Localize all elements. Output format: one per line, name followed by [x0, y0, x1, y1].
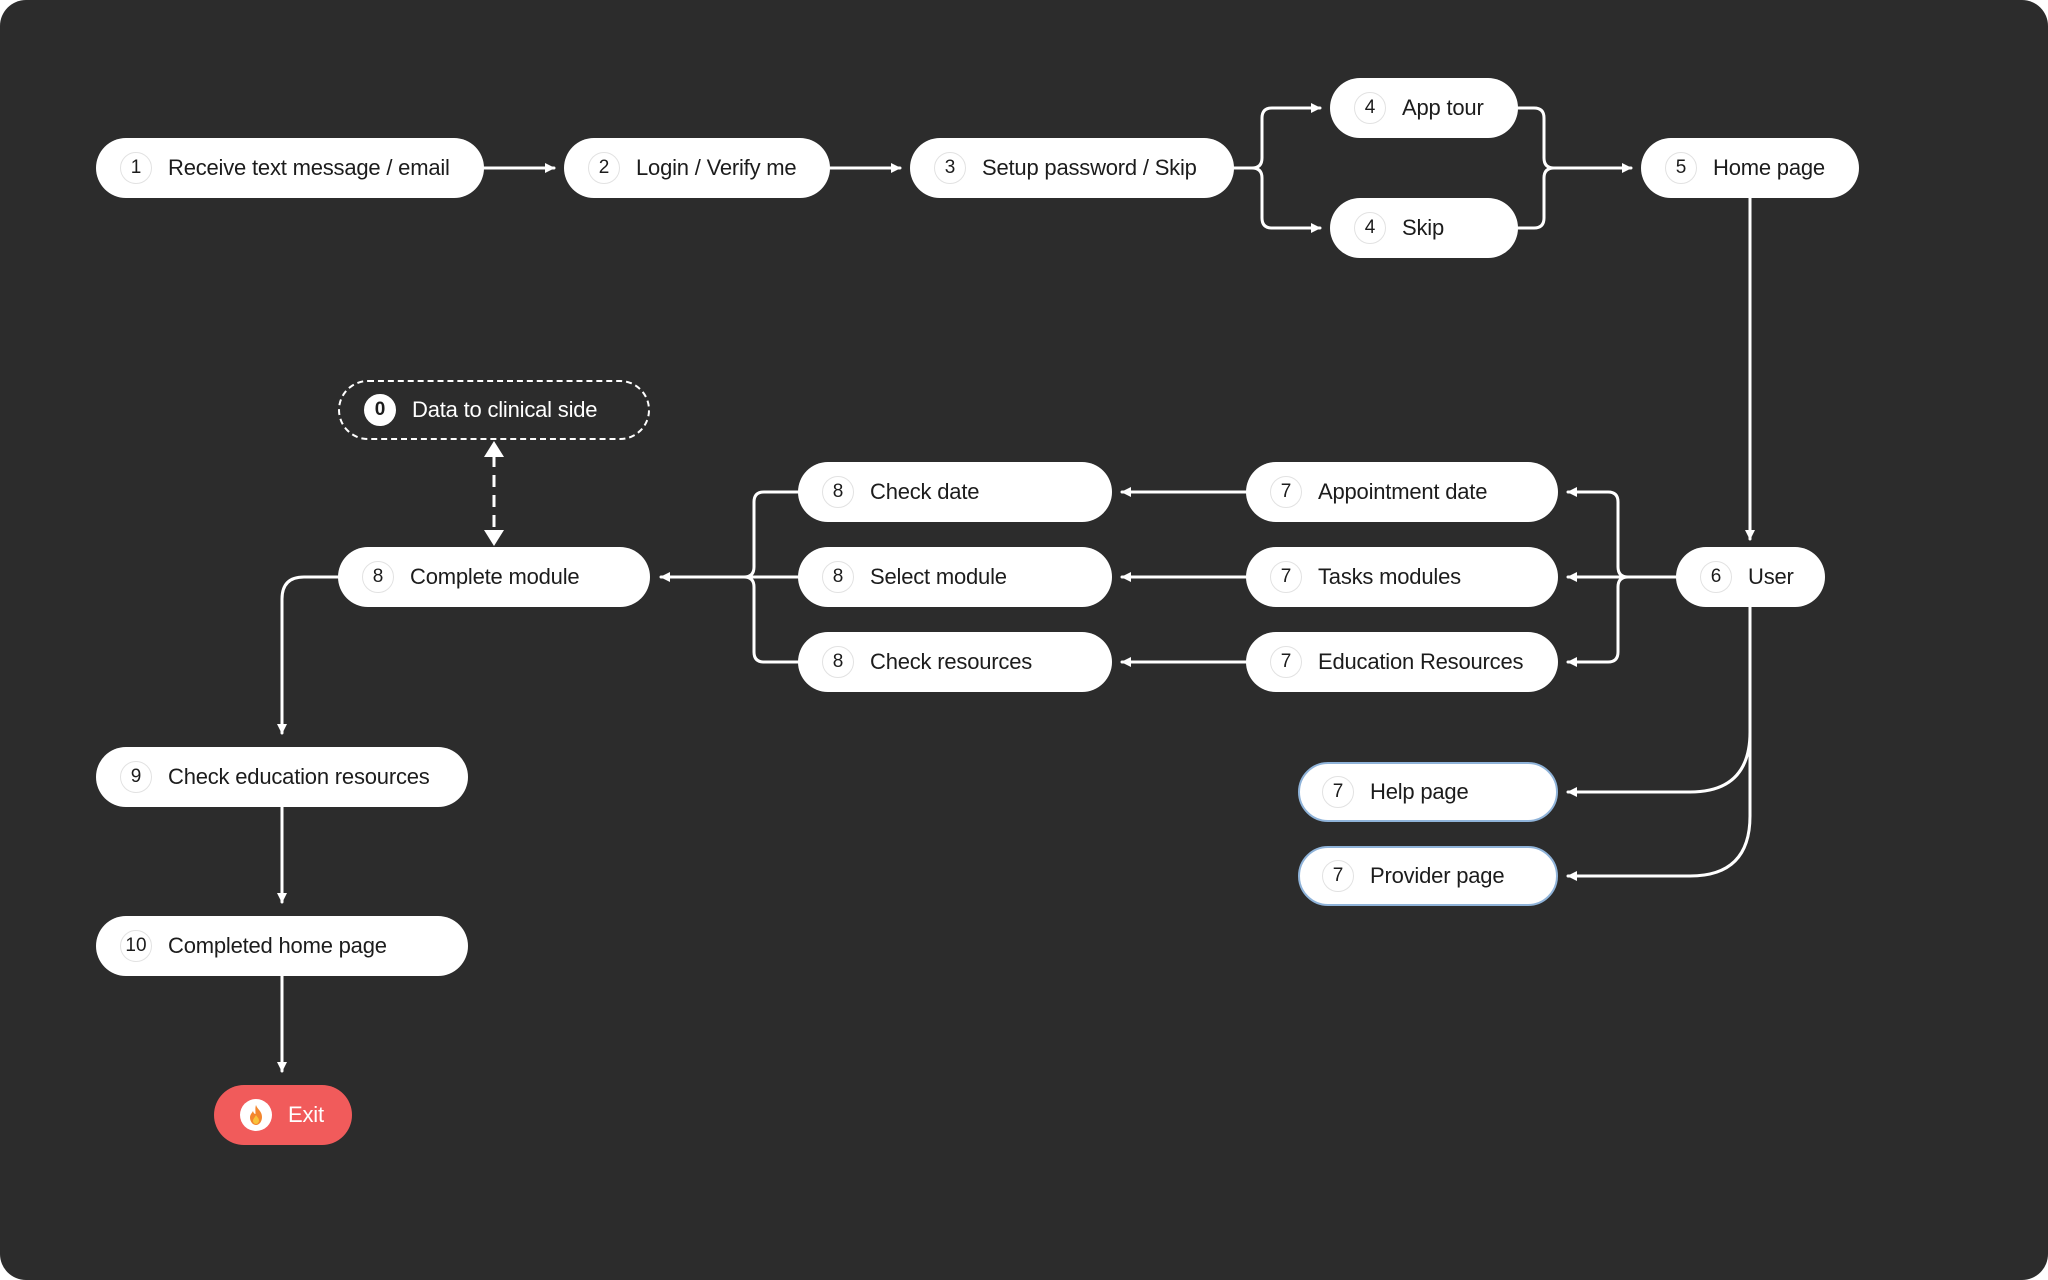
node-label: User [1748, 564, 1794, 589]
node-label: Provider page [1370, 863, 1505, 888]
edge-4b-5 [1516, 166, 1556, 230]
step-number: 1 [120, 152, 152, 184]
node-label: Help page [1370, 779, 1469, 804]
node-label: Education Resources [1318, 649, 1524, 674]
step-number: 7 [1322, 860, 1354, 892]
step-number: 7 [1322, 776, 1354, 808]
node-data-to-clinical-side[interactable]: 0 Data to clinical side [338, 380, 650, 440]
arrowhead-down-8d [484, 530, 504, 546]
node-label: Home page [1713, 155, 1825, 180]
node-label: Check education resources [168, 764, 430, 789]
step-number: 0 [364, 394, 396, 426]
node-help-page[interactable]: 7 Help page [1298, 762, 1558, 822]
node-receive-message[interactable]: 1 Receive text message / email [96, 138, 484, 198]
node-skip[interactable]: 4 Skip [1330, 198, 1518, 258]
edge-4a-5 [1516, 106, 1633, 173]
step-number: 4 [1354, 92, 1386, 124]
node-check-date[interactable]: 8 Check date [798, 462, 1112, 522]
node-complete-module[interactable]: 8 Complete module [338, 547, 650, 607]
step-number: 8 [822, 646, 854, 678]
step-number: 6 [1700, 561, 1732, 593]
node-select-module[interactable]: 8 Select module [798, 547, 1112, 607]
step-number: 10 [120, 930, 152, 962]
node-label: Receive text message / email [168, 155, 450, 180]
node-label: Login / Verify me [636, 155, 797, 180]
node-label: Setup password / Skip [982, 155, 1197, 180]
step-number: 7 [1270, 561, 1302, 593]
step-number: 9 [120, 761, 152, 793]
node-check-resources[interactable]: 8 Check resources [798, 632, 1112, 692]
node-user[interactable]: 6 User [1676, 547, 1825, 607]
node-education-resources[interactable]: 7 Education Resources [1246, 632, 1558, 692]
edge-8c-8d [742, 575, 800, 664]
step-number: 3 [934, 152, 966, 184]
edge-8a-8d [742, 490, 800, 579]
step-number: 8 [822, 476, 854, 508]
node-home-page[interactable]: 5 Home page [1641, 138, 1859, 198]
edge-3-4a [1232, 103, 1322, 170]
node-tasks-modules[interactable]: 7 Tasks modules [1246, 547, 1558, 607]
step-number: 8 [362, 561, 394, 593]
node-label: Tasks modules [1318, 564, 1461, 589]
exit-label: Exit [288, 1102, 324, 1127]
node-check-education-resources[interactable]: 9 Check education resources [96, 747, 468, 807]
edge-8d-9 [277, 575, 340, 735]
step-number: 5 [1665, 152, 1697, 184]
node-login-verify[interactable]: 2 Login / Verify me [564, 138, 830, 198]
node-appointment-date[interactable]: 7 Appointment date [1246, 462, 1558, 522]
arrowhead-up-0 [484, 441, 504, 457]
edge-3-4b [1232, 166, 1322, 233]
node-app-tour[interactable]: 4 App tour [1330, 78, 1518, 138]
edge-6-7e [1566, 605, 1752, 881]
node-provider-page[interactable]: 7 Provider page [1298, 846, 1558, 906]
flame-icon [240, 1099, 272, 1131]
node-completed-home-page[interactable]: 10 Completed home page [96, 916, 468, 976]
step-number: 7 [1270, 646, 1302, 678]
step-number: 2 [588, 152, 620, 184]
edge-6-7c [1566, 575, 1678, 667]
node-setup-password[interactable]: 3 Setup password / Skip [910, 138, 1234, 198]
edge-6-7a [1566, 487, 1678, 579]
step-number: 8 [822, 561, 854, 593]
node-label: Completed home page [168, 933, 387, 958]
node-label: App tour [1402, 95, 1484, 120]
exit-button[interactable]: Exit [214, 1085, 352, 1145]
node-label: Check date [870, 479, 980, 504]
node-label: Appointment date [1318, 479, 1488, 504]
node-label: Data to clinical side [412, 397, 598, 422]
step-number: 4 [1354, 212, 1386, 244]
node-label: Complete module [410, 564, 580, 589]
node-label: Select module [870, 564, 1007, 589]
node-label: Skip [1402, 215, 1444, 240]
step-number: 7 [1270, 476, 1302, 508]
edge-6-7d [1566, 605, 1752, 797]
node-label: Check resources [870, 649, 1033, 674]
